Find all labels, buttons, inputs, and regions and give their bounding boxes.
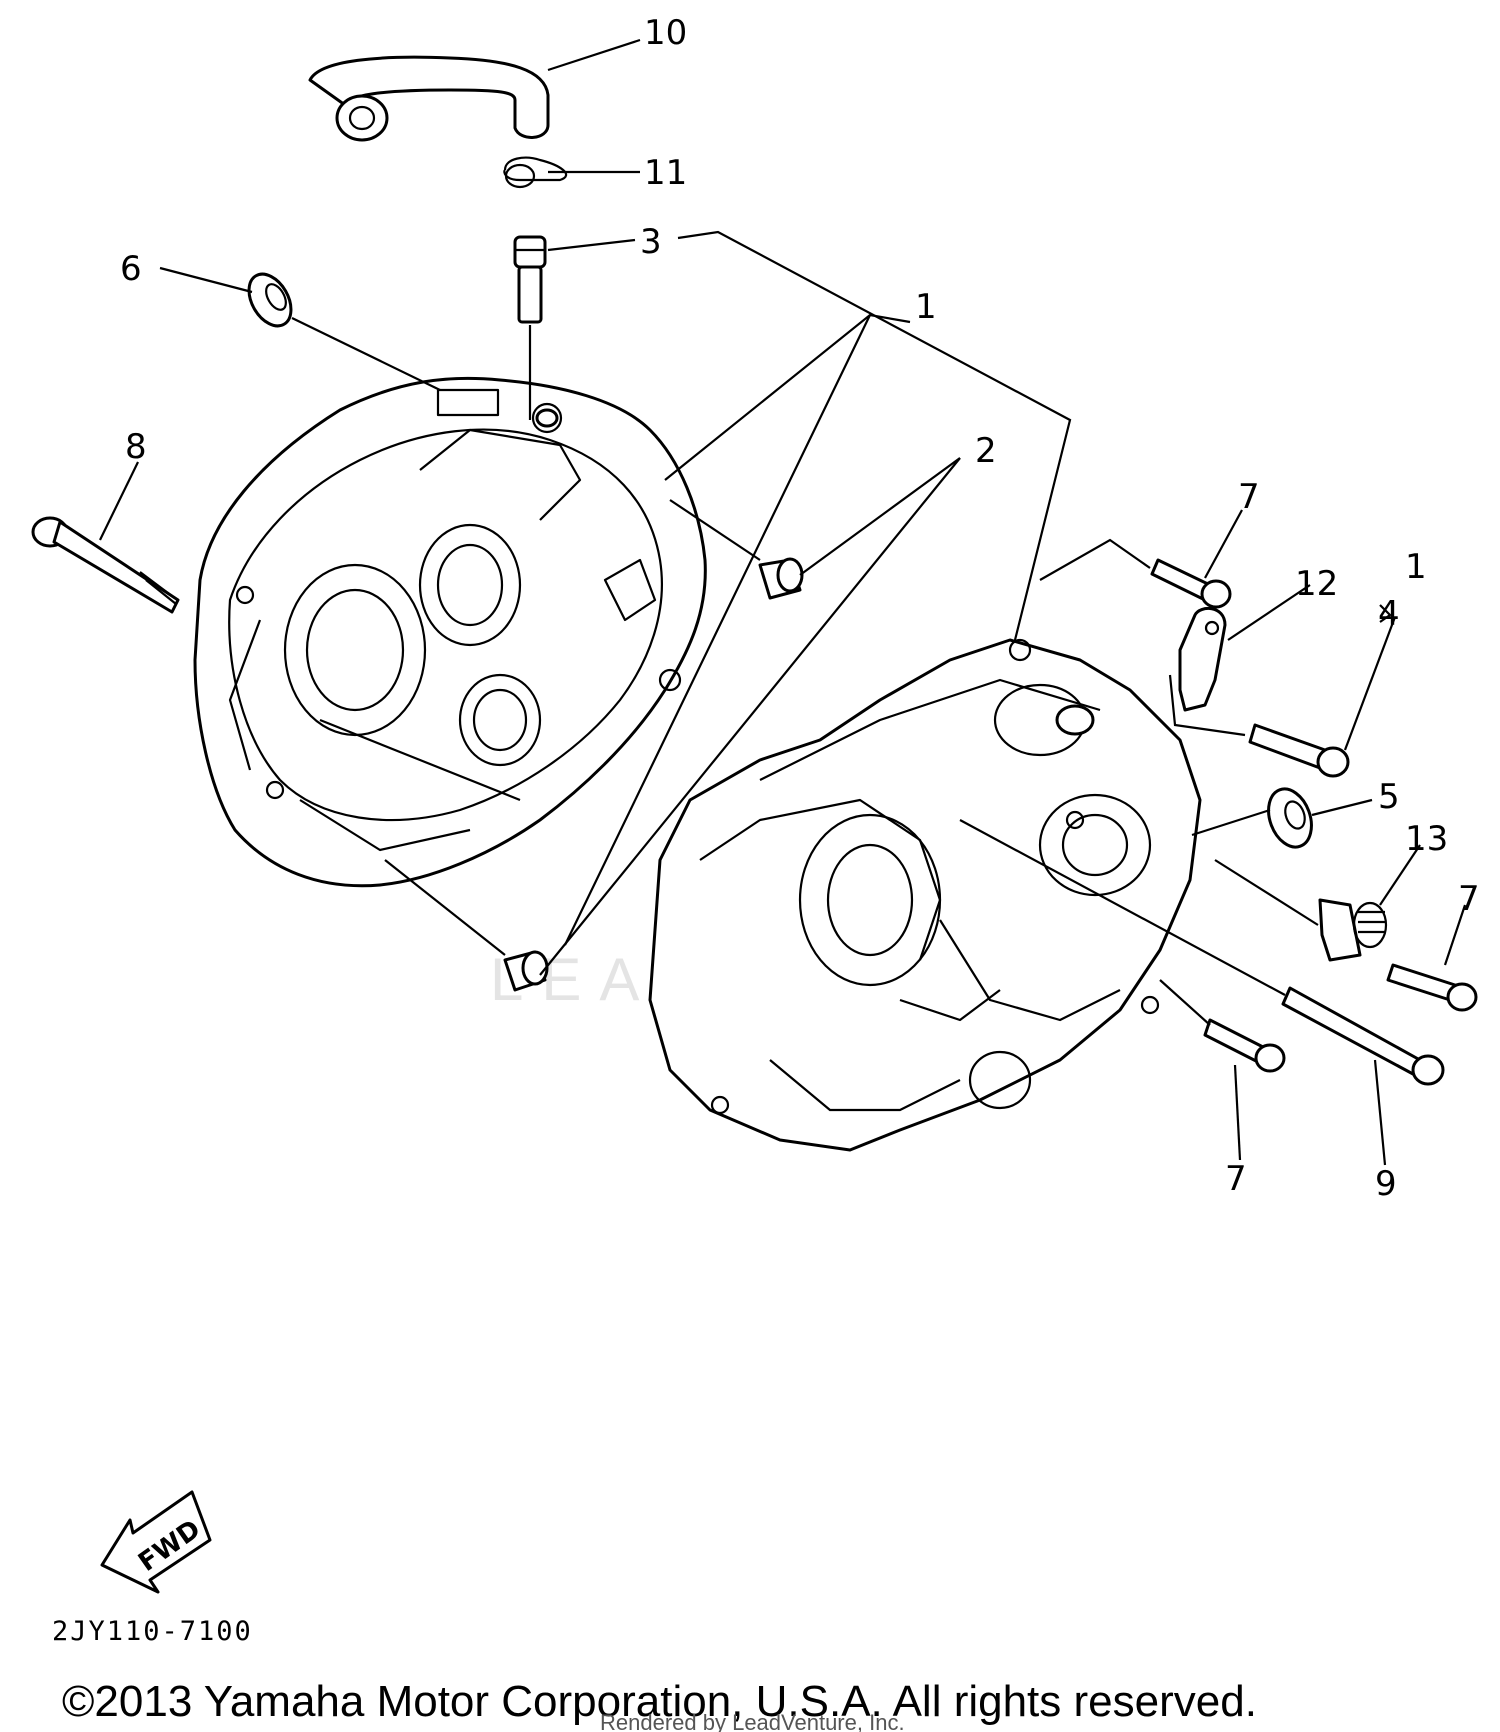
part-7-bolt-right [1386,963,1478,1012]
callout-7-right: 7 [1458,879,1480,919]
left-crankcase-half [193,376,707,888]
rendered-by-text: Rendered by LeadVenture, Inc. [600,1710,905,1732]
callout-9: 9 [1375,1164,1397,1204]
part-8-bolt [31,516,180,614]
part-4-bolt [1248,723,1350,778]
part-9-bolt [1281,986,1445,1086]
part-6-oil-seal [247,272,293,328]
fwd-arrow-icon: FWD [100,1490,212,1594]
part-13-plate [1318,898,1388,962]
callout-1: 1 [915,287,937,327]
part-7-bolt-top [1150,558,1232,609]
callout-7-bottom: 7 [1225,1159,1247,1199]
callout-2: 2 [975,431,997,471]
callout-3: 3 [640,222,662,262]
leader-lines [99,38,1467,1166]
callout-11: 11 [644,153,687,193]
right-crankcase-half [648,638,1202,1152]
callout-7-top: 7 [1238,477,1260,517]
callout-12: 12 [1295,564,1338,604]
callout-6: 6 [120,249,142,289]
part-10-breather-hose [308,55,550,142]
callout-13: 13 [1405,819,1448,859]
part-7-bolt-bottom [1203,1018,1286,1073]
callout-10: 10 [644,13,687,53]
callout-5: 5 [1378,777,1400,817]
callout-8: 8 [125,427,147,467]
part-12-bracket [1178,606,1227,712]
part-5-oil-seal [1267,787,1313,849]
copyright-notice: ©2013 Yamaha Motor Corporation, U.S.A. A… [62,1677,1257,1726]
part-2-dowel-pins [503,557,804,992]
callout-4: 4 [1378,594,1400,634]
part-3-breather-fitting [513,235,547,324]
callout-1-bracket: 1 [1405,547,1427,587]
diagram-code: 2JY110-7100 [52,1616,253,1647]
